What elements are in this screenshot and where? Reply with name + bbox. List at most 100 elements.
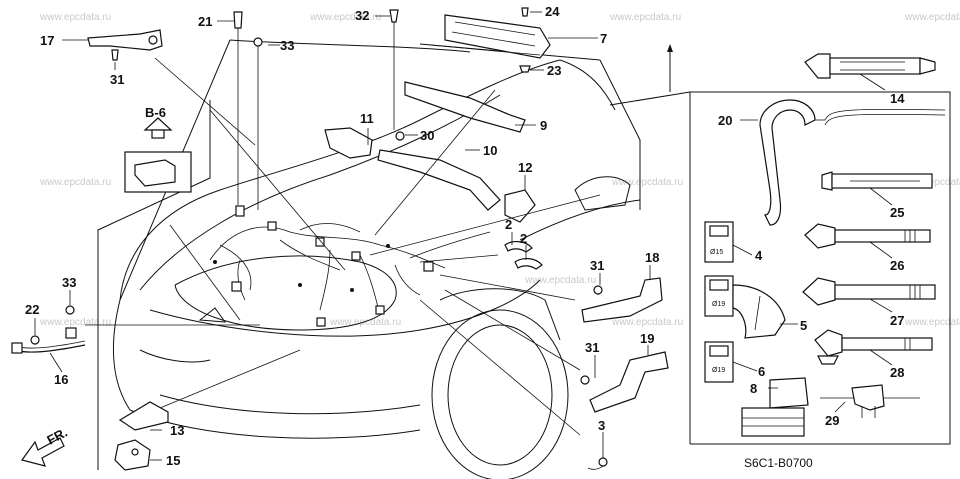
fender-line [519, 199, 641, 241]
harness-bracket-11 [324, 127, 373, 159]
callout-31: 31 [110, 72, 124, 87]
lower-brackets [114, 401, 169, 471]
right-frame-connector [609, 91, 691, 106]
callout-13: 13 [170, 423, 184, 438]
connector-4-label: Ø15 [710, 249, 723, 256]
callout-17: 17 [40, 33, 54, 48]
callout-8: 8 [750, 381, 757, 396]
windshield-top [229, 39, 471, 53]
harness-branch [299, 223, 361, 233]
clip-26 [804, 223, 931, 249]
harness-clip [213, 260, 217, 264]
callout-25: 25 [890, 205, 904, 220]
harness-sub-10 [377, 149, 501, 211]
connector-5: Ø19 [704, 275, 786, 339]
callout-26: 26 [890, 258, 904, 273]
clip-8 [741, 377, 809, 437]
hood-crease [139, 94, 501, 291]
harness-connector [231, 281, 242, 292]
bolt-32 [389, 9, 399, 23]
grille-bottom [174, 284, 396, 331]
harness-16-assy [11, 305, 86, 354]
front-wheel [431, 309, 569, 479]
bracket-18 [581, 277, 663, 323]
watermark: www.epcdata.ru [39, 317, 111, 328]
callout-29: 29 [825, 413, 839, 428]
harness-connector [65, 327, 77, 339]
harness-clip [298, 283, 302, 287]
watermark: www.epcdata.ru [904, 317, 960, 328]
bolt-31 [111, 49, 119, 61]
harness-16 [14, 344, 86, 353]
callout-33: 33 [62, 275, 76, 290]
callout-6: 6 [758, 364, 765, 379]
bolt-31 [580, 375, 590, 385]
harness-connector [11, 342, 23, 354]
lower-intake [159, 394, 421, 415]
right-detail-box [689, 91, 951, 445]
upper-harness-parts [233, 7, 551, 223]
honda-emblem [198, 307, 227, 323]
callout-10: 10 [483, 143, 497, 158]
harness-branch [409, 231, 491, 259]
left-frame-line [97, 100, 211, 470]
side-mirror [574, 176, 631, 211]
detail-parts: Ø15 Ø19 Ø19 [704, 53, 946, 437]
harness-main-trunk [209, 226, 446, 269]
connector-6: Ø19 [704, 341, 734, 383]
callout-16: 16 [54, 372, 68, 387]
hood-rear-edge [559, 59, 616, 111]
ref-b6-label: B-6 [145, 105, 166, 120]
fog-light [139, 349, 211, 363]
connector-4: Ø15 [704, 221, 734, 263]
callout-5: 5 [800, 318, 807, 333]
front-direction-indicator: FR. [21, 425, 70, 467]
callout-31: 31 [585, 340, 599, 355]
harness-bracket-9 [404, 81, 526, 133]
bolt-31 [593, 285, 603, 295]
clip-27 [802, 277, 936, 306]
harness-connector [423, 261, 434, 272]
callout-19: 19 [640, 331, 654, 346]
callout-12: 12 [518, 160, 532, 175]
harness-branch [279, 239, 341, 271]
connector-6-label: Ø19 [712, 367, 725, 374]
harness-branch [394, 264, 421, 296]
bracket-15 [114, 439, 151, 471]
harness-connector [267, 221, 277, 231]
sensor-3 [587, 440, 608, 470]
callout-leaders [34, 11, 893, 461]
clip-29 [820, 384, 920, 418]
callout-9: 9 [540, 118, 547, 133]
engine-harness [209, 205, 491, 327]
watermark: www.epcdata.ru [904, 12, 960, 23]
callout-numbers: 21 33 17 31 32 24 7 23 9 10 30 11 12 2 2… [25, 4, 905, 470]
watermark: www.epcdata.ru [39, 177, 111, 188]
ref-b6 [124, 117, 192, 193]
bracket-13 [118, 401, 169, 431]
bolt-33-left [65, 305, 75, 315]
bracket-19 [589, 351, 669, 413]
a-pillar [599, 59, 641, 210]
callout-2: 2 [505, 217, 512, 232]
watermark: www.epcdata.ru [611, 317, 683, 328]
callout-18: 18 [645, 250, 659, 265]
callout-7: 7 [600, 31, 607, 46]
up-arrow-head [667, 44, 673, 52]
harness-connector [315, 237, 325, 247]
harness-cover-7 [444, 14, 551, 59]
callout-28: 28 [890, 365, 904, 380]
callout-20: 20 [718, 113, 732, 128]
clip-21 [233, 11, 243, 29]
bolt-30 [395, 131, 405, 141]
clip-25 [821, 171, 933, 191]
harness-connector [316, 317, 326, 327]
callout-33: 33 [280, 38, 294, 53]
harness-clip [386, 244, 390, 248]
callout-11: 11 [360, 111, 374, 126]
connector-5-label: Ø19 [712, 301, 725, 308]
callout-32: 32 [355, 8, 369, 23]
bumper-upper [149, 279, 541, 337]
callout-24: 24 [545, 4, 560, 19]
